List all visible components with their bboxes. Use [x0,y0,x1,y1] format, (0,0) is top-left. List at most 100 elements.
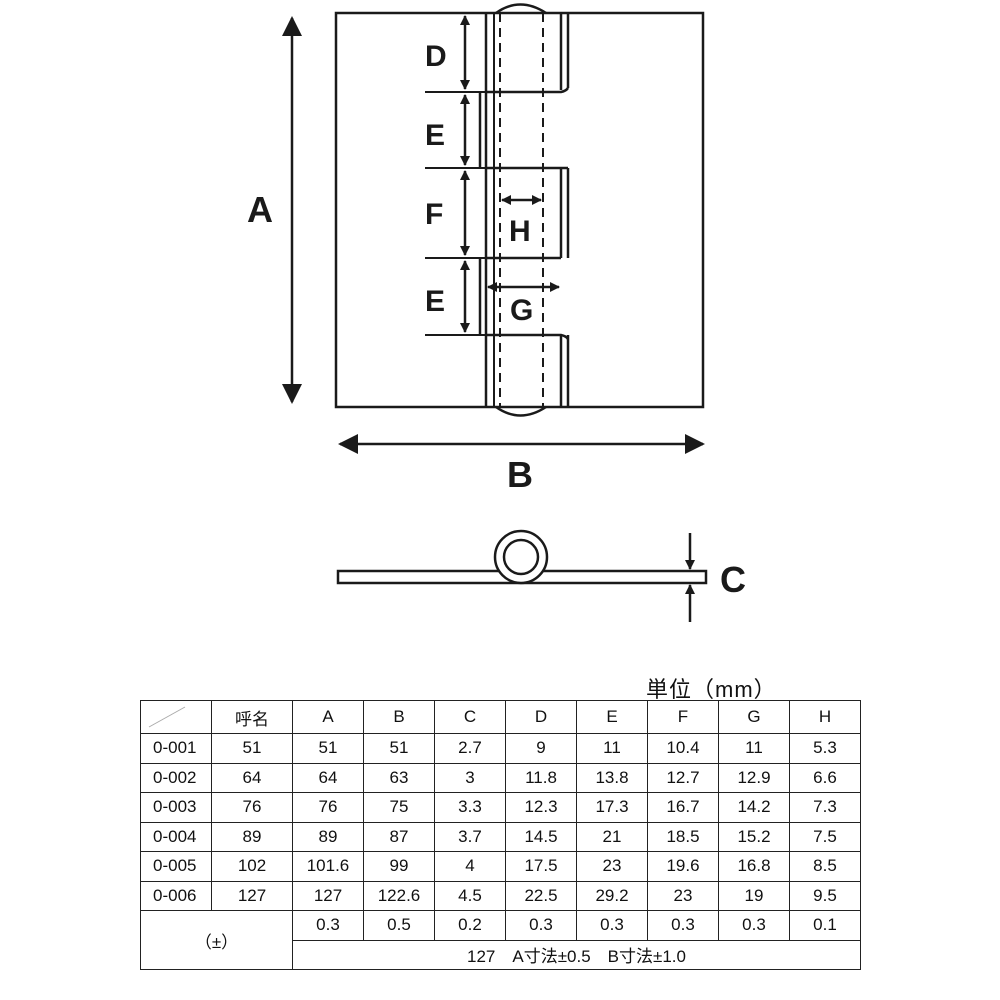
label-b: B [507,454,533,495]
dimension-labels: A B C D E F E H G [247,40,746,600]
header-a: A [292,700,364,734]
table-cell: 29.2 [576,880,648,911]
table-cell: 11 [576,733,648,764]
table-cell: 11 [718,733,790,764]
table-cell: 6.6 [789,762,861,793]
header-e: E [576,700,648,734]
table-cell: 3.3 [434,792,506,823]
table-cell: 23 [576,851,648,882]
table-cell: 2.7 [434,733,506,764]
table-cell: 7.3 [789,792,861,823]
table-cell: 18.5 [647,821,719,852]
tolerance-cell: 0.3 [647,910,719,941]
tolerance-cell: 0.3 [505,910,577,941]
table-cell: 51 [363,733,435,764]
side-knuckle-inner [502,538,540,576]
label-f: F [425,198,443,231]
side-knuckle-outer [493,529,549,585]
table-cell: 19.6 [647,851,719,882]
row-code: 0-006 [140,880,212,911]
table-cell: 12.3 [505,792,577,823]
tolerance-label: （±） [140,910,293,970]
table-cell: 22.5 [505,880,577,911]
header-g: G [718,700,790,734]
tolerance-cell: 0.5 [363,910,435,941]
hinge-side-view [336,529,708,622]
corner-diagonal [148,706,186,728]
hinge-plate-outline [334,11,705,409]
tolerance-cell: 0.2 [434,910,506,941]
table-cell: 23 [647,880,719,911]
table-cell: 5.3 [789,733,861,764]
header-d: D [505,700,577,734]
table-cell: 17.5 [505,851,577,882]
table-cell: 17.3 [576,792,648,823]
header-b: B [363,700,435,734]
label-d: D [425,40,447,73]
table-header-row: 呼名 A B C D E F G H [140,700,861,734]
table-cell: 102 [211,851,293,882]
row-code: 0-002 [140,762,212,793]
tolerance-cell: 0.3 [718,910,790,941]
row-code: 0-005 [140,851,212,882]
table-cell: 127 [292,880,364,911]
table-cell: 51 [292,733,364,764]
label-g: G [510,294,533,327]
header-nominal: 呼名 [211,700,293,734]
table-cell: 11.8 [505,762,577,793]
table-cell: 89 [211,821,293,852]
table-cell: 4.5 [434,880,506,911]
label-e-bottom: E [425,285,445,318]
table-cell: 15.2 [718,821,790,852]
pin-top-cap [495,3,547,15]
hinge-drawing: A B C D E F E H G [247,3,746,622]
tolerance-cell: 0.3 [292,910,364,941]
table-cell: 122.6 [363,880,435,911]
table-cell: 19 [718,880,790,911]
table-cell: 8.5 [789,851,861,882]
table-cell: 75 [363,792,435,823]
table-cell: 3 [434,762,506,793]
header-corner-cell [140,700,212,734]
table-cell: 127 [211,880,293,911]
header-f: F [647,700,719,734]
label-a: A [247,189,273,230]
table-cell: 9 [505,733,577,764]
tolerance-cell: 0.3 [576,910,648,941]
hinge-front-view [334,3,705,417]
table-cell: 63 [363,762,435,793]
table-cell: 76 [292,792,364,823]
pin-bottom-cap [495,405,547,417]
label-e-top: E [425,119,445,152]
table-cell: 10.4 [647,733,719,764]
header-c: C [434,700,506,734]
table-cell: 64 [211,762,293,793]
unit-label: 単位（mm） [646,677,777,702]
tolerance-cell: 0.1 [789,910,861,941]
table-cell: 76 [211,792,293,823]
table-cell: 87 [363,821,435,852]
label-c: C [720,559,746,600]
table-cell: 13.8 [576,762,648,793]
table-cell: 12.7 [647,762,719,793]
table-cell: 7.5 [789,821,861,852]
table-cell: 14.5 [505,821,577,852]
table-cell: 21 [576,821,648,852]
table-cell: 4 [434,851,506,882]
row-code: 0-004 [140,821,212,852]
table-cell: 14.2 [718,792,790,823]
note-row: 127 A寸法±0.5 B寸法±1.0 [141,939,861,970]
table-cell: 16.7 [647,792,719,823]
table-cell: 16.8 [718,851,790,882]
table-cell: 12.9 [718,762,790,793]
row-code: 0-003 [140,792,212,823]
table-cell: 3.7 [434,821,506,852]
table-cell: 51 [211,733,293,764]
